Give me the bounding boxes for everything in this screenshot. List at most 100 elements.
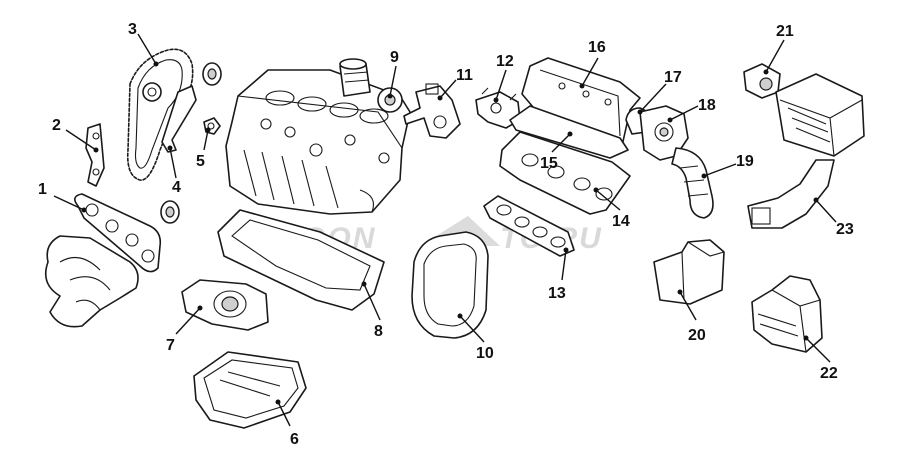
callout-8: 8 [361,281,383,340]
leader-dot [763,69,769,75]
part-air-flow-sensor [743,63,781,99]
callout-9: 9 [387,49,399,99]
leader-line [703,163,737,177]
part-rear-seal-plate [181,279,269,331]
leader-line [137,33,157,65]
callout-label: 23 [836,221,854,238]
callout-10: 10 [457,313,494,362]
callout-5: 5 [196,127,211,170]
leader-dot [93,147,99,153]
leader-dot [677,289,683,295]
part-oil-pan [193,351,307,429]
part-oil-filter-bracket [377,87,403,113]
callout-label: 10 [476,345,494,362]
part-oil-filter [339,58,371,97]
part-mount-bracket [653,239,725,305]
part-intake-manifold-gasket [483,195,575,257]
callout-23: 23 [813,197,854,238]
leader-dot [493,97,499,103]
callout-label: 9 [390,49,399,66]
part-chain-guide [161,85,197,153]
leader-line [389,65,397,97]
callout-label: 12 [496,53,514,70]
leader-dot [275,399,281,405]
part-timing-cover-gasket [411,231,489,339]
leader-line [439,79,457,99]
callout-label: 5 [196,153,205,170]
callout-label: 7 [166,337,175,354]
leader-line [639,83,667,113]
leader-line [551,133,571,153]
callout-label: 21 [776,23,794,40]
leader-line [815,199,837,223]
leader-line [561,249,567,281]
leader-dot [205,127,211,133]
callout-19: 19 [701,153,754,179]
callout-15: 15 [540,131,573,172]
leader-line [805,337,831,363]
leader-line [669,105,699,121]
part-exhaust-manifold-gasket [74,193,162,273]
leader-dot [593,187,599,193]
leader-dot [387,93,393,99]
leader-dot [667,117,673,123]
callout-16: 16 [579,39,606,89]
callout-7: 7 [166,305,203,354]
part-water-pump [403,83,461,139]
leader-line [765,39,785,73]
callout-label: 3 [128,21,137,38]
leader-line [277,401,291,427]
callout-label: 19 [736,153,754,170]
part-oil-pan-upper [217,209,385,311]
part-air-filter-box [775,73,865,157]
part-cylinder-block [225,69,411,215]
callout-4: 4 [167,145,181,196]
callout-label: 4 [172,179,181,196]
callout-label: 1 [38,181,47,198]
callout-12: 12 [493,53,514,103]
leader-line [203,129,209,151]
callout-label: 14 [612,213,630,230]
leader-dot [361,281,367,287]
callout-3: 3 [128,21,159,67]
leader-line [679,291,697,321]
part-exhaust-manifold [44,235,139,328]
leader-line [175,307,201,335]
leader-dot [563,247,569,253]
leader-dot [153,61,159,67]
part-sprocket-lower [160,200,180,224]
callout-11: 11 [437,67,473,101]
leader-dot [803,335,809,341]
part-air-intake-duct [747,159,835,229]
leader-dot [701,173,707,179]
leader-line [595,189,621,211]
leader-dot [197,305,203,311]
leader-dot [437,95,443,101]
callout-label: 22 [820,365,838,382]
callout-13: 13 [548,247,569,302]
part-resonator [751,275,823,353]
callout-18: 18 [667,97,716,123]
callout-17: 17 [637,69,682,115]
callout-label: 13 [548,285,566,302]
callout-label: 6 [290,431,299,448]
part-cylinder-head [499,131,631,215]
leader-dot [813,197,819,203]
callout-label: 20 [688,327,706,344]
leader-dot [579,83,585,89]
callout-14: 14 [593,187,630,230]
callout-22: 22 [803,335,838,382]
leader-line [65,129,97,151]
callout-2: 2 [52,117,99,153]
callout-label: 18 [698,97,716,114]
part-sprocket-upper [202,62,222,86]
leader-dot [637,109,643,115]
callout-label: 16 [588,39,606,56]
callout-21: 21 [763,23,794,75]
part-throttle-body [639,105,689,161]
callout-1: 1 [38,181,87,213]
callout-label: 8 [374,323,383,340]
leader-dot [167,145,173,151]
